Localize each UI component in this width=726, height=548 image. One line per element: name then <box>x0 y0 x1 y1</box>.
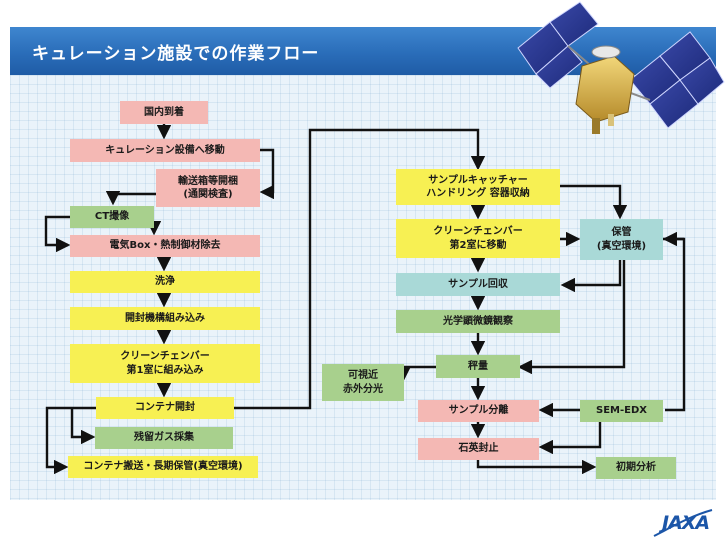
jaxa-logo-text: JAXA <box>662 512 710 534</box>
node-move-to-curation: キュレーション設備へ移動 <box>70 139 260 162</box>
satellite-illustration <box>517 1 725 134</box>
node-install-opener-label: 開封機構組み込み <box>125 312 205 324</box>
node-sample-recovery-label: サンプル回収 <box>448 278 508 290</box>
node-optical-microscope: 光学顕微鏡観察 <box>396 310 560 333</box>
node-weighing-label: 秤量 <box>468 360 488 372</box>
node-sample-separation-label: サンプル分離 <box>448 405 509 417</box>
node-arrival-label: 国内到着 <box>144 106 184 118</box>
node-install-opener: 開封機構組み込み <box>70 307 260 330</box>
node-sample-catcher: サンプルキャッチャーハンドリング 容器収納 <box>396 169 560 205</box>
node-vis-nir-line2: 赤外分光 <box>343 383 383 395</box>
node-container-open-label: コンテナ開封 <box>135 402 195 414</box>
node-clean-chamber-2-line1: クリーンチェンバー <box>433 226 523 237</box>
node-container-open: コンテナ開封 <box>96 397 234 419</box>
node-quartz-sealing-label: 石英封止 <box>458 443 499 455</box>
node-initial-analysis-label: 初期分析 <box>616 462 656 474</box>
node-sem-edx: SEM-EDX <box>580 400 663 422</box>
node-cleaning: 洗浄 <box>70 271 260 293</box>
node-weighing: 秤量 <box>436 355 520 378</box>
node-clean-chamber-1-line2: 第1室に組み込み <box>126 364 204 376</box>
node-sem-edx-label: SEM-EDX <box>596 405 647 417</box>
node-storage-vacuum-line2: (真空環境) <box>596 240 647 252</box>
node-unpack-box-line2: (通関検査) <box>183 189 233 200</box>
jaxa-logo: JAXA <box>652 506 714 540</box>
node-residual-gas: 残留ガス採集 <box>95 427 233 449</box>
node-sample-catcher-line2: ハンドリング 容器収納 <box>426 188 530 199</box>
solar-panel-right <box>627 31 725 129</box>
node-initial-analysis: 初期分析 <box>596 457 676 479</box>
node-unpack-box: 輸送箱等開梱 (通関検査) <box>156 169 260 207</box>
node-vis-nir-line1: 可視近 <box>348 370 378 381</box>
node-storage-vacuum-line1: 保管 <box>611 227 632 238</box>
node-container-storage-label: コンテナ搬送・長期保管(真空環境) <box>83 461 243 473</box>
node-ct-imaging: CT撮像 <box>70 206 154 228</box>
node-sample-catcher-line1: サンプルキャッチャー <box>428 174 528 186</box>
node-arrival: 国内到着 <box>120 101 208 124</box>
node-clean-chamber-1: クリーンチェンバー第1室に組み込み <box>70 344 260 383</box>
node-move-to-curation-label: キュレーション設備へ移動 <box>105 144 225 156</box>
node-ct-imaging-label: CT撮像 <box>94 211 130 223</box>
node-container-storage: コンテナ搬送・長期保管(真空環境) <box>68 456 258 478</box>
page-title: キュレーション施設での作業フロー <box>32 44 320 64</box>
node-quartz-sealing: 石英封止 <box>418 438 539 460</box>
node-storage-vacuum: 保管 (真空環境) <box>580 219 663 260</box>
satellite-body <box>575 45 635 134</box>
node-vis-nir-spectroscopy: 可視近赤外分光 <box>322 364 404 401</box>
node-optical-microscope-label: 光学顕微鏡観察 <box>443 315 513 327</box>
node-sample-recovery: サンプル回収 <box>396 273 560 296</box>
node-residual-gas-label: 残留ガス採集 <box>134 432 194 444</box>
node-clean-chamber-1-line1: クリーンチェンバー <box>120 351 210 362</box>
node-clean-chamber-2: クリーンチェンバー第2室に移動 <box>396 219 560 258</box>
jaxa-swoosh-icon <box>653 509 713 537</box>
node-sample-separation: サンプル分離 <box>418 400 539 422</box>
node-unpack-box-line1: 輸送箱等開梱 <box>178 175 238 187</box>
node-clean-chamber-2-line2: 第2室に移動 <box>449 239 507 251</box>
node-remove-ebox-label: 電気Box・熱制御材除去 <box>109 240 221 252</box>
node-cleaning-label: 洗浄 <box>155 276 175 288</box>
node-remove-ebox: 電気Box・熱制御材除去 <box>70 235 260 257</box>
